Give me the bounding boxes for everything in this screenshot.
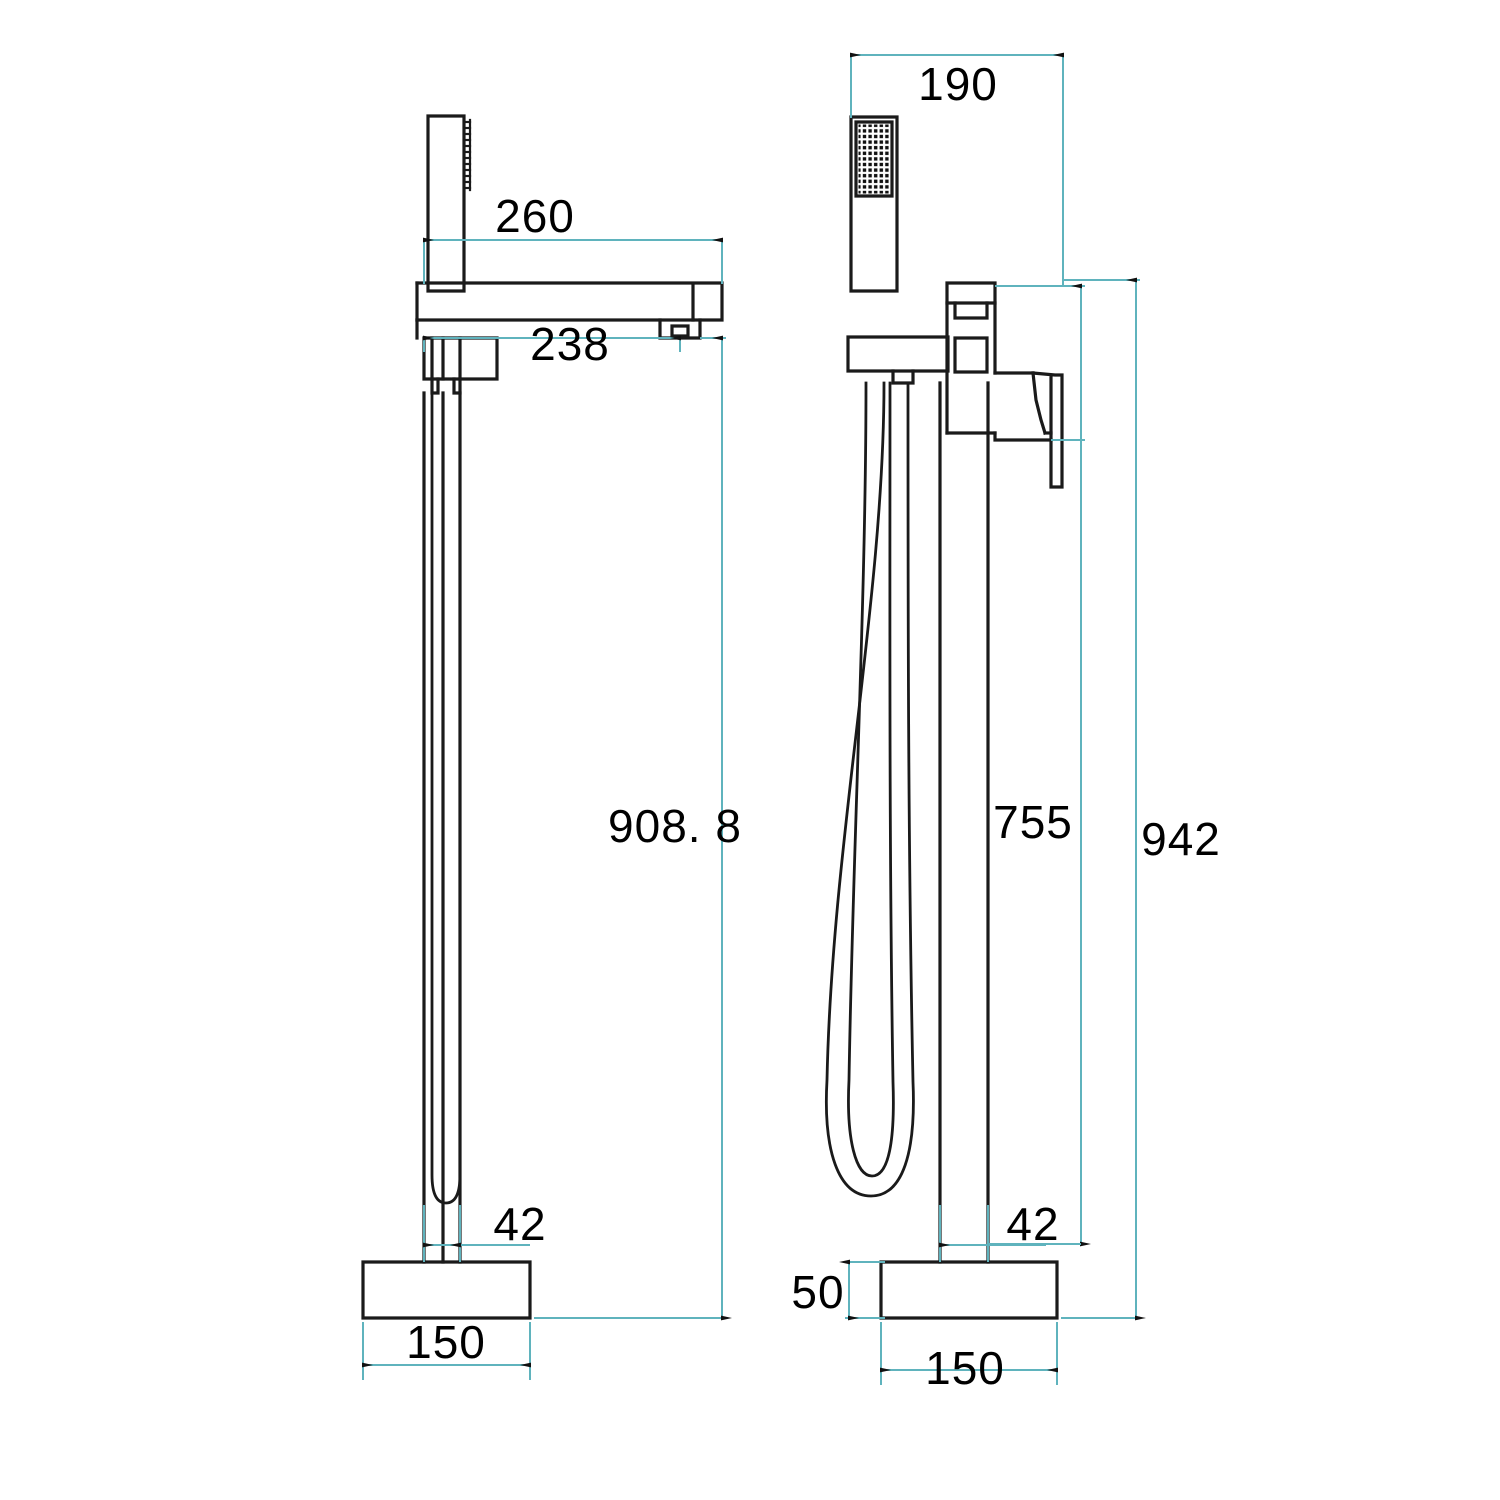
dim-label-908-8: 908. 8 xyxy=(608,800,742,852)
dim-755 xyxy=(988,283,1091,1247)
diverter-button xyxy=(953,336,989,374)
dim-label-755: 755 xyxy=(993,796,1073,848)
dim-label-238: 238 xyxy=(530,318,610,370)
side-elevation-dimensions xyxy=(362,237,732,1380)
floor-base-plate xyxy=(361,1260,532,1320)
dim-42-right xyxy=(939,1205,1046,1262)
dim-label-150-right: 150 xyxy=(925,1342,1005,1394)
hand-shower-head xyxy=(849,115,899,293)
dim-50 xyxy=(839,1259,885,1321)
side-elevation-view xyxy=(361,114,724,1320)
dim-942 xyxy=(1061,277,1146,1321)
dim-190 xyxy=(850,52,1064,286)
dim-42-left xyxy=(423,1205,530,1262)
dim-908-8 xyxy=(534,335,732,1321)
riser-column-front xyxy=(938,381,990,1264)
coiled-hose xyxy=(825,381,915,1198)
dim-label-190: 190 xyxy=(918,58,998,110)
dim-label-42-left: 42 xyxy=(493,1198,546,1250)
dim-label-260: 260 xyxy=(495,190,575,242)
dim-150-left xyxy=(362,1322,531,1380)
hose-side xyxy=(430,391,462,1205)
shower-head-nozzle-grid xyxy=(858,124,890,194)
dim-label-150-left: 150 xyxy=(406,1316,486,1368)
dim-238 xyxy=(423,335,681,352)
dim-150-right xyxy=(880,1322,1058,1385)
front-elevation-dimensions xyxy=(839,52,1146,1385)
floor-base-plate-front xyxy=(879,1260,1059,1320)
dim-label-50: 50 xyxy=(791,1266,844,1318)
hand-shower-wand xyxy=(426,114,472,293)
dim-260 xyxy=(423,237,723,284)
dim-label-942: 942 xyxy=(1141,813,1221,865)
lever-handle xyxy=(993,371,1064,489)
dim-label-42-right: 42 xyxy=(1006,1198,1059,1250)
front-elevation-view xyxy=(825,115,1064,1320)
